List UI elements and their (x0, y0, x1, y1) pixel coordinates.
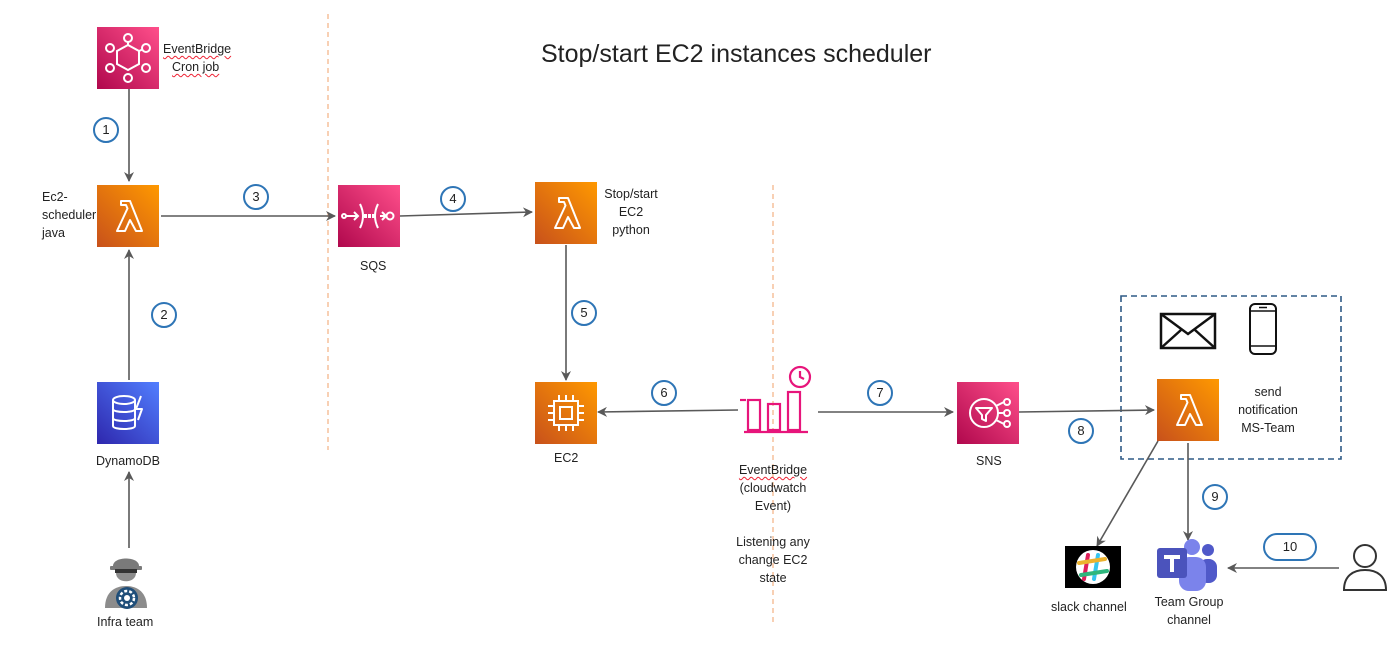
sns-label: SNS (976, 454, 1002, 468)
eventbridge-cloudwatch-label: EventBridge (cloudwatch Event) Listening… (736, 463, 810, 585)
envelope-icon (1159, 312, 1217, 350)
step-badge-10: 10 (1263, 533, 1317, 561)
step-badge-4: 4 (440, 186, 466, 212)
notification-group-box (1120, 295, 1342, 460)
ec2-label: EC2 (554, 451, 579, 465)
sns-icon (957, 382, 1019, 444)
mobile-phone-icon (1248, 302, 1278, 356)
ec2-scheduler-label: Ec2- scheduler java (42, 190, 97, 240)
arrow-sqs-to-lambda (399, 207, 533, 218)
arrow-sns-to-notify-lambda (1018, 405, 1155, 416)
diagram-title: Stop/start EC2 instances scheduler (541, 40, 932, 68)
lambda-icon (535, 182, 597, 244)
notify-lambda-label: send notification MS-Team (1238, 385, 1298, 435)
infra-team-label: Infra team (97, 615, 154, 629)
dynamodb-label: DynamoDB (96, 454, 160, 468)
lambda-icon (1157, 379, 1219, 441)
ms-teams-icon (1153, 536, 1219, 594)
eventbridge-icon (97, 27, 159, 89)
step-badge-5: 5 (571, 300, 597, 326)
ec2-chip-icon (535, 382, 597, 444)
step-badge-7: 7 (867, 380, 893, 406)
slack-channel-label: slack channel (1051, 600, 1127, 614)
step-badge-2: 2 (151, 302, 177, 328)
engineer-icon (103, 550, 149, 614)
step-badge-1: 1 (93, 117, 119, 143)
teams-channel-label: Team Group channel (1154, 595, 1224, 627)
arrow-lambda-to-slack (1096, 440, 1159, 547)
eventbridge-rule-icon (738, 364, 816, 438)
arrow-eventbridge-to-ec2 (597, 406, 739, 417)
lambda-icon (97, 185, 159, 247)
step-badge-6: 6 (651, 380, 677, 406)
eventbridge-cron-label: EventBridge Cron job (163, 42, 232, 74)
step-badge-9: 9 (1202, 484, 1228, 510)
user-icon (1341, 542, 1389, 592)
step-badge-3: 3 (243, 184, 269, 210)
stopstart-lambda-label: Stop/start EC2 python (604, 187, 658, 237)
dynamodb-icon (97, 382, 159, 444)
step-badge-8: 8 (1068, 418, 1094, 444)
sqs-icon (338, 185, 400, 247)
slack-icon (1065, 546, 1121, 588)
sqs-label: SQS (360, 259, 387, 273)
